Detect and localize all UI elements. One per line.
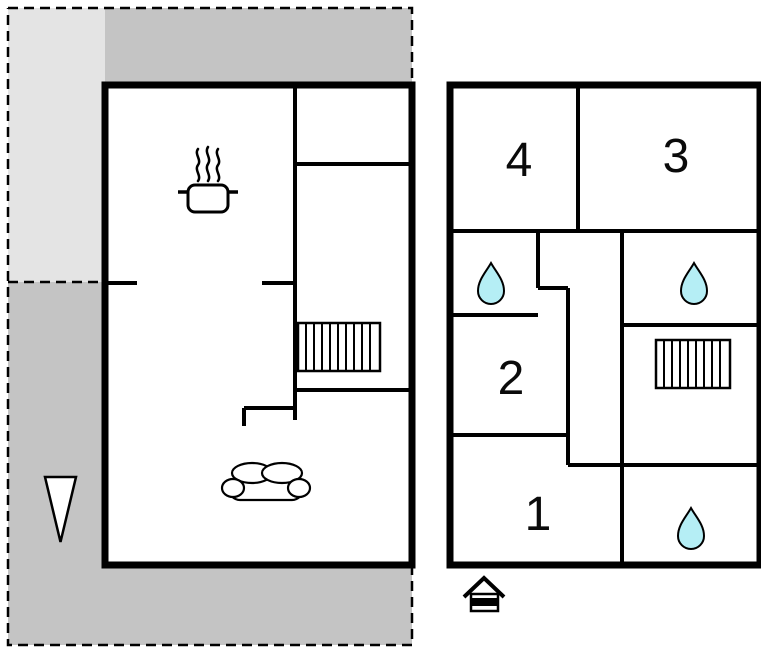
- terrace-area-upper-left: [8, 8, 105, 282]
- room-label-2: 2: [498, 352, 525, 405]
- room-label-3: 3: [663, 130, 690, 183]
- terrace-area-lower: [8, 282, 412, 645]
- plot-boundary-dashed: [6, 6, 414, 647]
- upper-floor-plan: 4 3 2 1: [446, 81, 761, 613]
- stairs-icon: [654, 338, 732, 390]
- terrace-area-top: [105, 8, 412, 85]
- sofa-icon: [220, 461, 312, 502]
- steam-icon: [195, 145, 221, 183]
- room-label-4: 4: [506, 134, 533, 187]
- cooking-pot-icon: [178, 145, 238, 214]
- entrance-house-icon: [462, 575, 506, 613]
- upper-floor-interior-walls: [450, 85, 760, 565]
- room-label-1: 1: [525, 488, 552, 541]
- ground-floor-interior-walls: [105, 85, 412, 426]
- stairs-icon: [296, 321, 382, 373]
- ground-floor-plan: [6, 6, 416, 647]
- direction-arrow-icon: [43, 475, 78, 543]
